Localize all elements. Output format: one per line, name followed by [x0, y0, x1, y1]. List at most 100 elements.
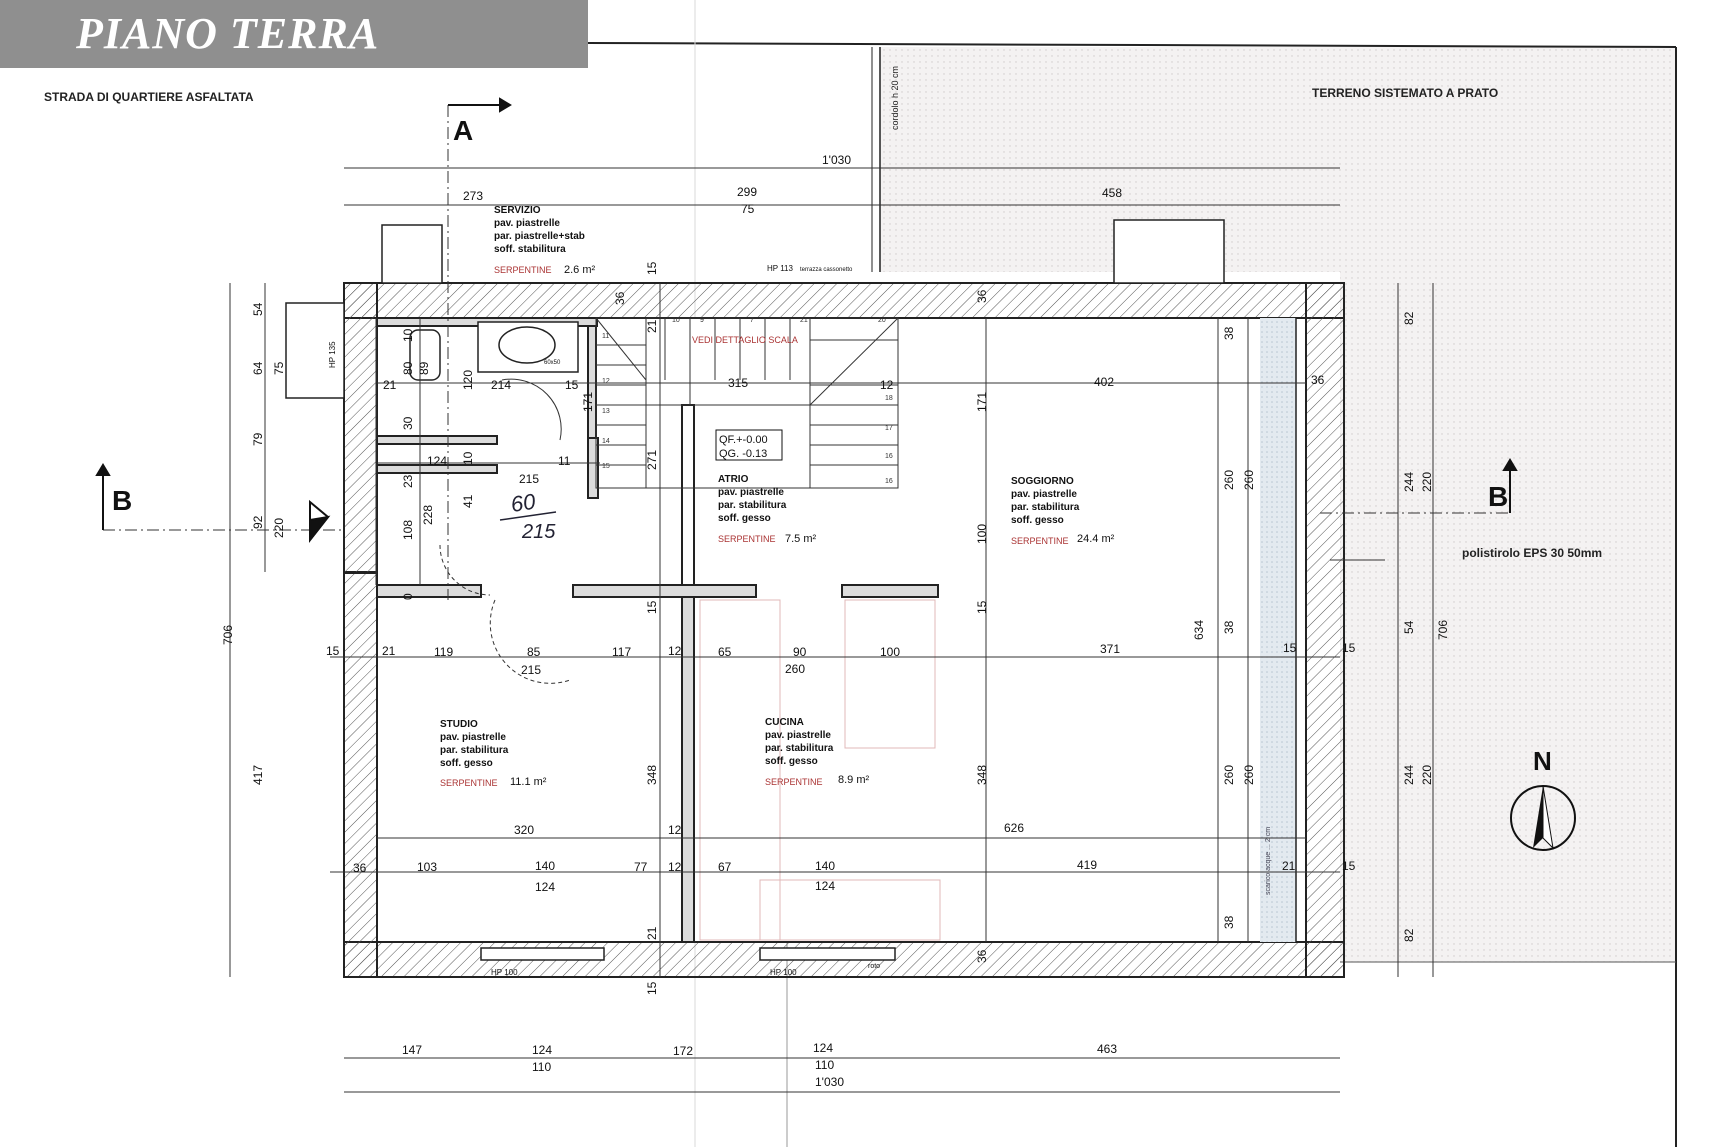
- dim-label: 15: [565, 378, 579, 392]
- dim-label: 15: [1342, 859, 1356, 873]
- dim-label: 220: [1420, 472, 1434, 492]
- stair-step-number: 11: [602, 333, 609, 340]
- room-heating-label: SERPENTINE: [494, 265, 552, 275]
- dim-label: 110: [815, 1058, 834, 1072]
- room-finish: pav. piastrelle: [718, 487, 784, 498]
- dim-label: 124: [427, 454, 447, 468]
- dim-label: 54: [251, 302, 265, 316]
- dim-label: 419: [1077, 858, 1097, 872]
- dim-label: 79: [251, 432, 265, 446]
- dim-label: 706: [221, 625, 235, 645]
- dim-label: 100: [880, 645, 900, 659]
- room-finish: pav. piastrelle: [765, 730, 831, 741]
- dim-label: 82: [1402, 928, 1416, 942]
- hp-135-label: HP 135: [328, 341, 337, 368]
- dim-label: 75: [741, 202, 755, 216]
- stair-step-number: 9: [700, 317, 704, 324]
- dim-label: 706: [1436, 620, 1450, 640]
- dim-label: 273: [463, 189, 483, 203]
- section-a-label: A: [453, 115, 473, 146]
- stair-step-number: 16: [885, 478, 893, 485]
- stair-step-number: 15: [602, 463, 610, 470]
- dim-label: 10: [461, 451, 475, 465]
- dim-label: 10: [401, 328, 415, 342]
- dim-label: 15: [645, 600, 659, 614]
- title-banner: PIANO TERRA: [0, 0, 588, 68]
- dim-label: 458: [1102, 186, 1122, 200]
- dim-label: 21: [1282, 859, 1296, 873]
- dim-label: 15: [645, 981, 659, 995]
- dim-label: 140: [815, 859, 835, 873]
- dim-label: 67: [718, 860, 732, 874]
- stair-detail-label: VEDI DETTAGLIO SCALA: [692, 335, 798, 345]
- dim-label: 0: [401, 593, 415, 600]
- section-b-left-label: B: [112, 485, 132, 516]
- dim-label: 320: [514, 823, 534, 837]
- dim-label: 38: [1222, 620, 1236, 634]
- dim-label: 21: [645, 319, 659, 333]
- stair-step-number: 20: [878, 317, 886, 324]
- dim-label: 12: [668, 644, 682, 658]
- hp-100-label-b: HP 100: [770, 968, 797, 977]
- stair-step-number: 13: [602, 408, 610, 415]
- room-name: CUCINA: [765, 717, 804, 728]
- dim-label: 12: [668, 823, 682, 837]
- section-b-right-label: B: [1488, 481, 1508, 512]
- dim-label: 38: [1222, 326, 1236, 340]
- dim-label: 124: [532, 1043, 552, 1057]
- dim-label: 30: [401, 416, 415, 430]
- dim-label: 92: [251, 515, 265, 529]
- dim-label: 82: [1402, 311, 1416, 325]
- dim-label: 260: [1222, 470, 1236, 490]
- stair-step-number: 21: [800, 317, 808, 324]
- dim-label: 36: [975, 949, 989, 963]
- dim-label: 626: [1004, 821, 1024, 835]
- room-heating-label: SERPENTINE: [765, 777, 823, 787]
- hp-100-label-a: HP 100: [491, 968, 518, 977]
- stair-step-number: 7: [750, 317, 754, 324]
- dim-label: 228: [421, 505, 435, 525]
- dim-label: 260: [785, 662, 805, 676]
- bathroom-fixtures: [409, 321, 579, 684]
- room-finish: soff. gesso: [718, 513, 771, 524]
- room-name: SERVIZIO: [494, 205, 541, 216]
- level-qg: QG. -0.13: [719, 448, 767, 460]
- lawn-label: TERRENO SISTEMATO A PRATO: [1312, 86, 1498, 100]
- dim-label: 348: [975, 765, 989, 785]
- dim-label: 15: [975, 600, 989, 614]
- dim-label: 214: [491, 378, 511, 392]
- curb-label: cordolo h 20 cm: [890, 66, 900, 130]
- room-heating-label: SERPENTINE: [1011, 536, 1069, 546]
- room-servizio: SERVIZIO pav. piastrelle par. piastrelle…: [494, 205, 596, 276]
- room-finish: soff. gesso: [765, 756, 818, 767]
- dim-label: 89: [417, 361, 431, 375]
- hp-113-note: terrazza cassonetto: [800, 267, 853, 273]
- dim-label: 299: [737, 185, 757, 199]
- dim-label: 1'030: [815, 1075, 844, 1089]
- room-name: SOGGIORNO: [1011, 476, 1074, 487]
- stair-step-number: 12: [602, 378, 610, 385]
- room-area: 11.1 m²: [510, 776, 547, 788]
- dim-label: 41: [461, 494, 475, 508]
- dim-label: 80: [401, 361, 415, 375]
- stair-step-number: 16: [885, 453, 893, 460]
- kitchen-furniture: [699, 599, 941, 941]
- dim-label: 90: [793, 645, 807, 659]
- dim-label: 11: [558, 454, 571, 468]
- dim-label: 100: [975, 524, 989, 544]
- box-60x50-label: 60x50: [544, 360, 561, 366]
- room-heating-label: SERPENTINE: [440, 778, 498, 788]
- room-finish: pav. piastrelle: [494, 218, 560, 229]
- section-markers: [95, 97, 1518, 543]
- dim-label: 15: [645, 261, 659, 275]
- dim-label: 244: [1402, 765, 1416, 785]
- room-heating-label: SERPENTINE: [718, 534, 776, 544]
- handwritten-note-top: 60: [509, 489, 537, 517]
- dim-label: 124: [815, 879, 835, 893]
- dim-label: 244: [1402, 472, 1416, 492]
- dim-label: 147: [402, 1043, 422, 1057]
- dim-label: 215: [519, 472, 539, 486]
- dimension-lines: [103, 105, 1510, 1093]
- level-qf: QF.+-0.00: [719, 434, 768, 446]
